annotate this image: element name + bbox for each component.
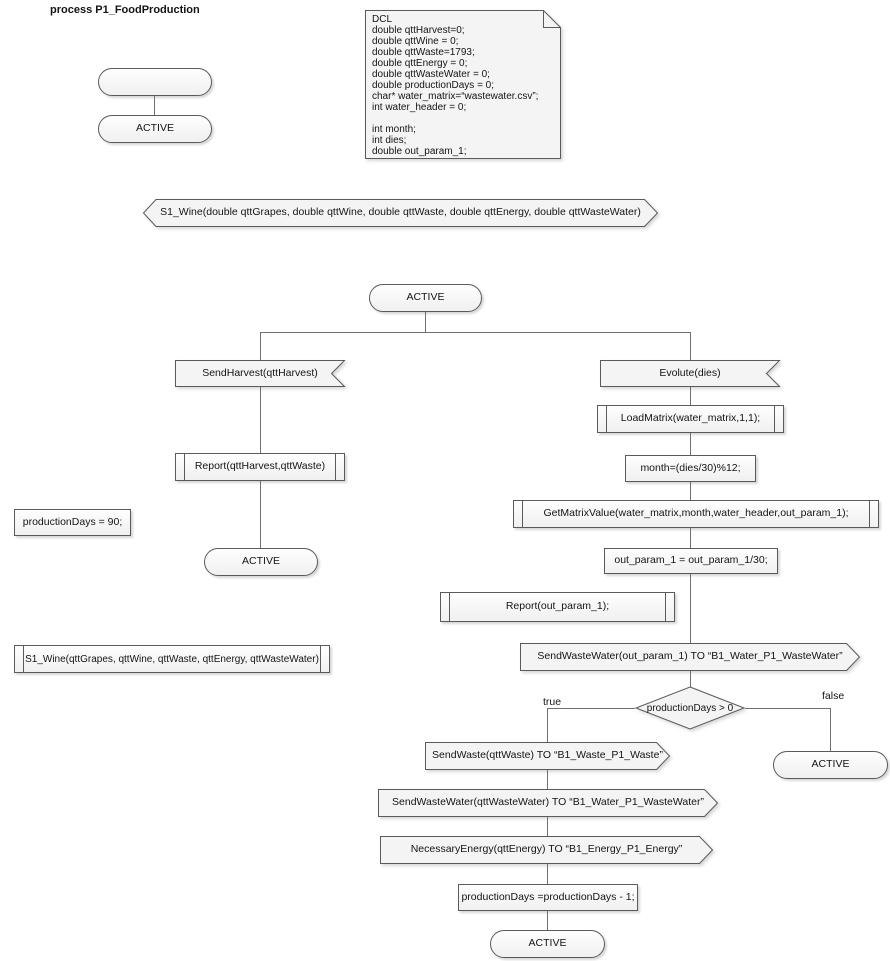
connector: [690, 387, 691, 405]
procedure-load-matrix-label: LoadMatrix(water_matrix,1,1);: [620, 412, 761, 425]
dcl-declaration-note: DCL double qttHarvest=0; double qttWine …: [365, 10, 561, 159]
task-production-days-init: productionDays = 90;: [14, 509, 131, 536]
task-production-days-decr: productionDays =productionDays - 1;: [458, 884, 638, 911]
procedure-s1-wine-call: S1_Wine(qttGrapes, qttWine, qttWaste, qt…: [14, 645, 330, 673]
diagram-title: process P1_FoodProduction: [50, 4, 200, 16]
connector: [260, 387, 261, 453]
input-send-harvest-label: SendHarvest(qttHarvest): [202, 366, 318, 379]
state-active-main: ACTIVE: [369, 284, 482, 312]
connector: [260, 481, 261, 548]
procedure-report-out-param: Report(out_param_1);: [440, 592, 675, 622]
output-shape: [425, 742, 671, 770]
connector: [547, 708, 635, 709]
output-send-waste-water-out: SendWasteWater(out_param_1) TO “B1_Water…: [520, 643, 861, 671]
input-send-harvest: SendHarvest(qttHarvest): [175, 360, 346, 387]
procedure-report-harvest: Report(qttHarvest,qttWaste): [175, 453, 345, 481]
output-send-waste-label: SendWaste(qttWaste) TO “B1_Waste_P1_Wast…: [432, 749, 663, 762]
procedure-report-out-param-label: Report(out_param_1);: [505, 600, 610, 613]
procedure-report-harvest-label: Report(qttHarvest,qttWaste): [194, 460, 326, 473]
output-shape: [378, 789, 719, 817]
dcl-declaration-text: DCL double qttHarvest=0; double qttWine …: [372, 14, 539, 157]
connector: [425, 312, 426, 332]
connector: [547, 911, 548, 930]
procedure-get-matrix-value: GetMatrixValue(water_matrix,month,water_…: [513, 500, 879, 528]
decision-shape: [634, 686, 746, 730]
connector: [830, 708, 831, 751]
state-active-false: ACTIVE: [773, 751, 888, 779]
connector: [260, 332, 261, 360]
branch-label-true: true: [543, 696, 562, 708]
connector: [260, 332, 690, 333]
task-month-calc: month=(dies/30)%12;: [625, 455, 756, 482]
procedure-s1-wine-call-label: S1_Wine(qttGrapes, qttWine, qttWaste, qt…: [25, 653, 319, 665]
output-shape: [380, 836, 714, 864]
input-shape: [175, 360, 346, 387]
connector: [547, 708, 548, 742]
connector: [690, 332, 691, 360]
state-active-loop: ACTIVE: [490, 930, 605, 958]
connector: [154, 96, 155, 115]
output-shape: [520, 643, 861, 671]
state-active-left: ACTIVE: [204, 548, 318, 576]
output-necessary-energy-label: NecessaryEnergy(qttEnergy) TO “B1_Energy…: [410, 843, 683, 856]
connector: [690, 528, 691, 548]
connector: [690, 671, 691, 687]
connector: [690, 482, 691, 500]
connector: [547, 864, 548, 884]
signal-shape: [142, 199, 659, 227]
state-active-initial: ACTIVE: [98, 115, 212, 143]
start-state-symbol: [98, 68, 212, 96]
input-evolute: Evolute(dies): [600, 360, 781, 387]
signal-declaration-label: S1_Wine(double qttGrapes, double qttWine…: [160, 206, 641, 219]
output-send-waste-water-out-label: SendWasteWater(out_param_1) TO “B1_Water…: [537, 650, 843, 663]
task-out-param-calc: out_param_1 = out_param_1/30;: [604, 548, 778, 574]
note-shape: [365, 10, 561, 159]
output-send-waste-water2-label: SendWasteWater(qttWasteWater) TO “B1_Wat…: [392, 796, 704, 809]
output-send-waste: SendWaste(qttWaste) TO “B1_Waste_P1_Wast…: [425, 742, 671, 770]
procedure-load-matrix: LoadMatrix(water_matrix,1,1);: [597, 405, 784, 433]
connector: [690, 433, 691, 455]
connector: [745, 708, 830, 709]
input-evolute-label: Evolute(dies): [659, 366, 721, 379]
connector: [547, 817, 548, 836]
decision-label: productionDays > 0: [646, 702, 734, 714]
input-shape: [600, 360, 781, 387]
branch-label-false: false: [822, 690, 845, 702]
connector: [547, 770, 548, 789]
signal-declaration-s1-wine: S1_Wine(double qttGrapes, double qttWine…: [142, 199, 659, 227]
output-necessary-energy: NecessaryEnergy(qttEnergy) TO “B1_Energy…: [380, 836, 714, 864]
connector: [690, 574, 691, 643]
output-send-waste-water2: SendWasteWater(qttWasteWater) TO “B1_Wat…: [378, 789, 719, 817]
procedure-get-matrix-value-label: GetMatrixValue(water_matrix,month,water_…: [543, 507, 849, 520]
decision-production-days: productionDays > 0: [634, 686, 746, 730]
